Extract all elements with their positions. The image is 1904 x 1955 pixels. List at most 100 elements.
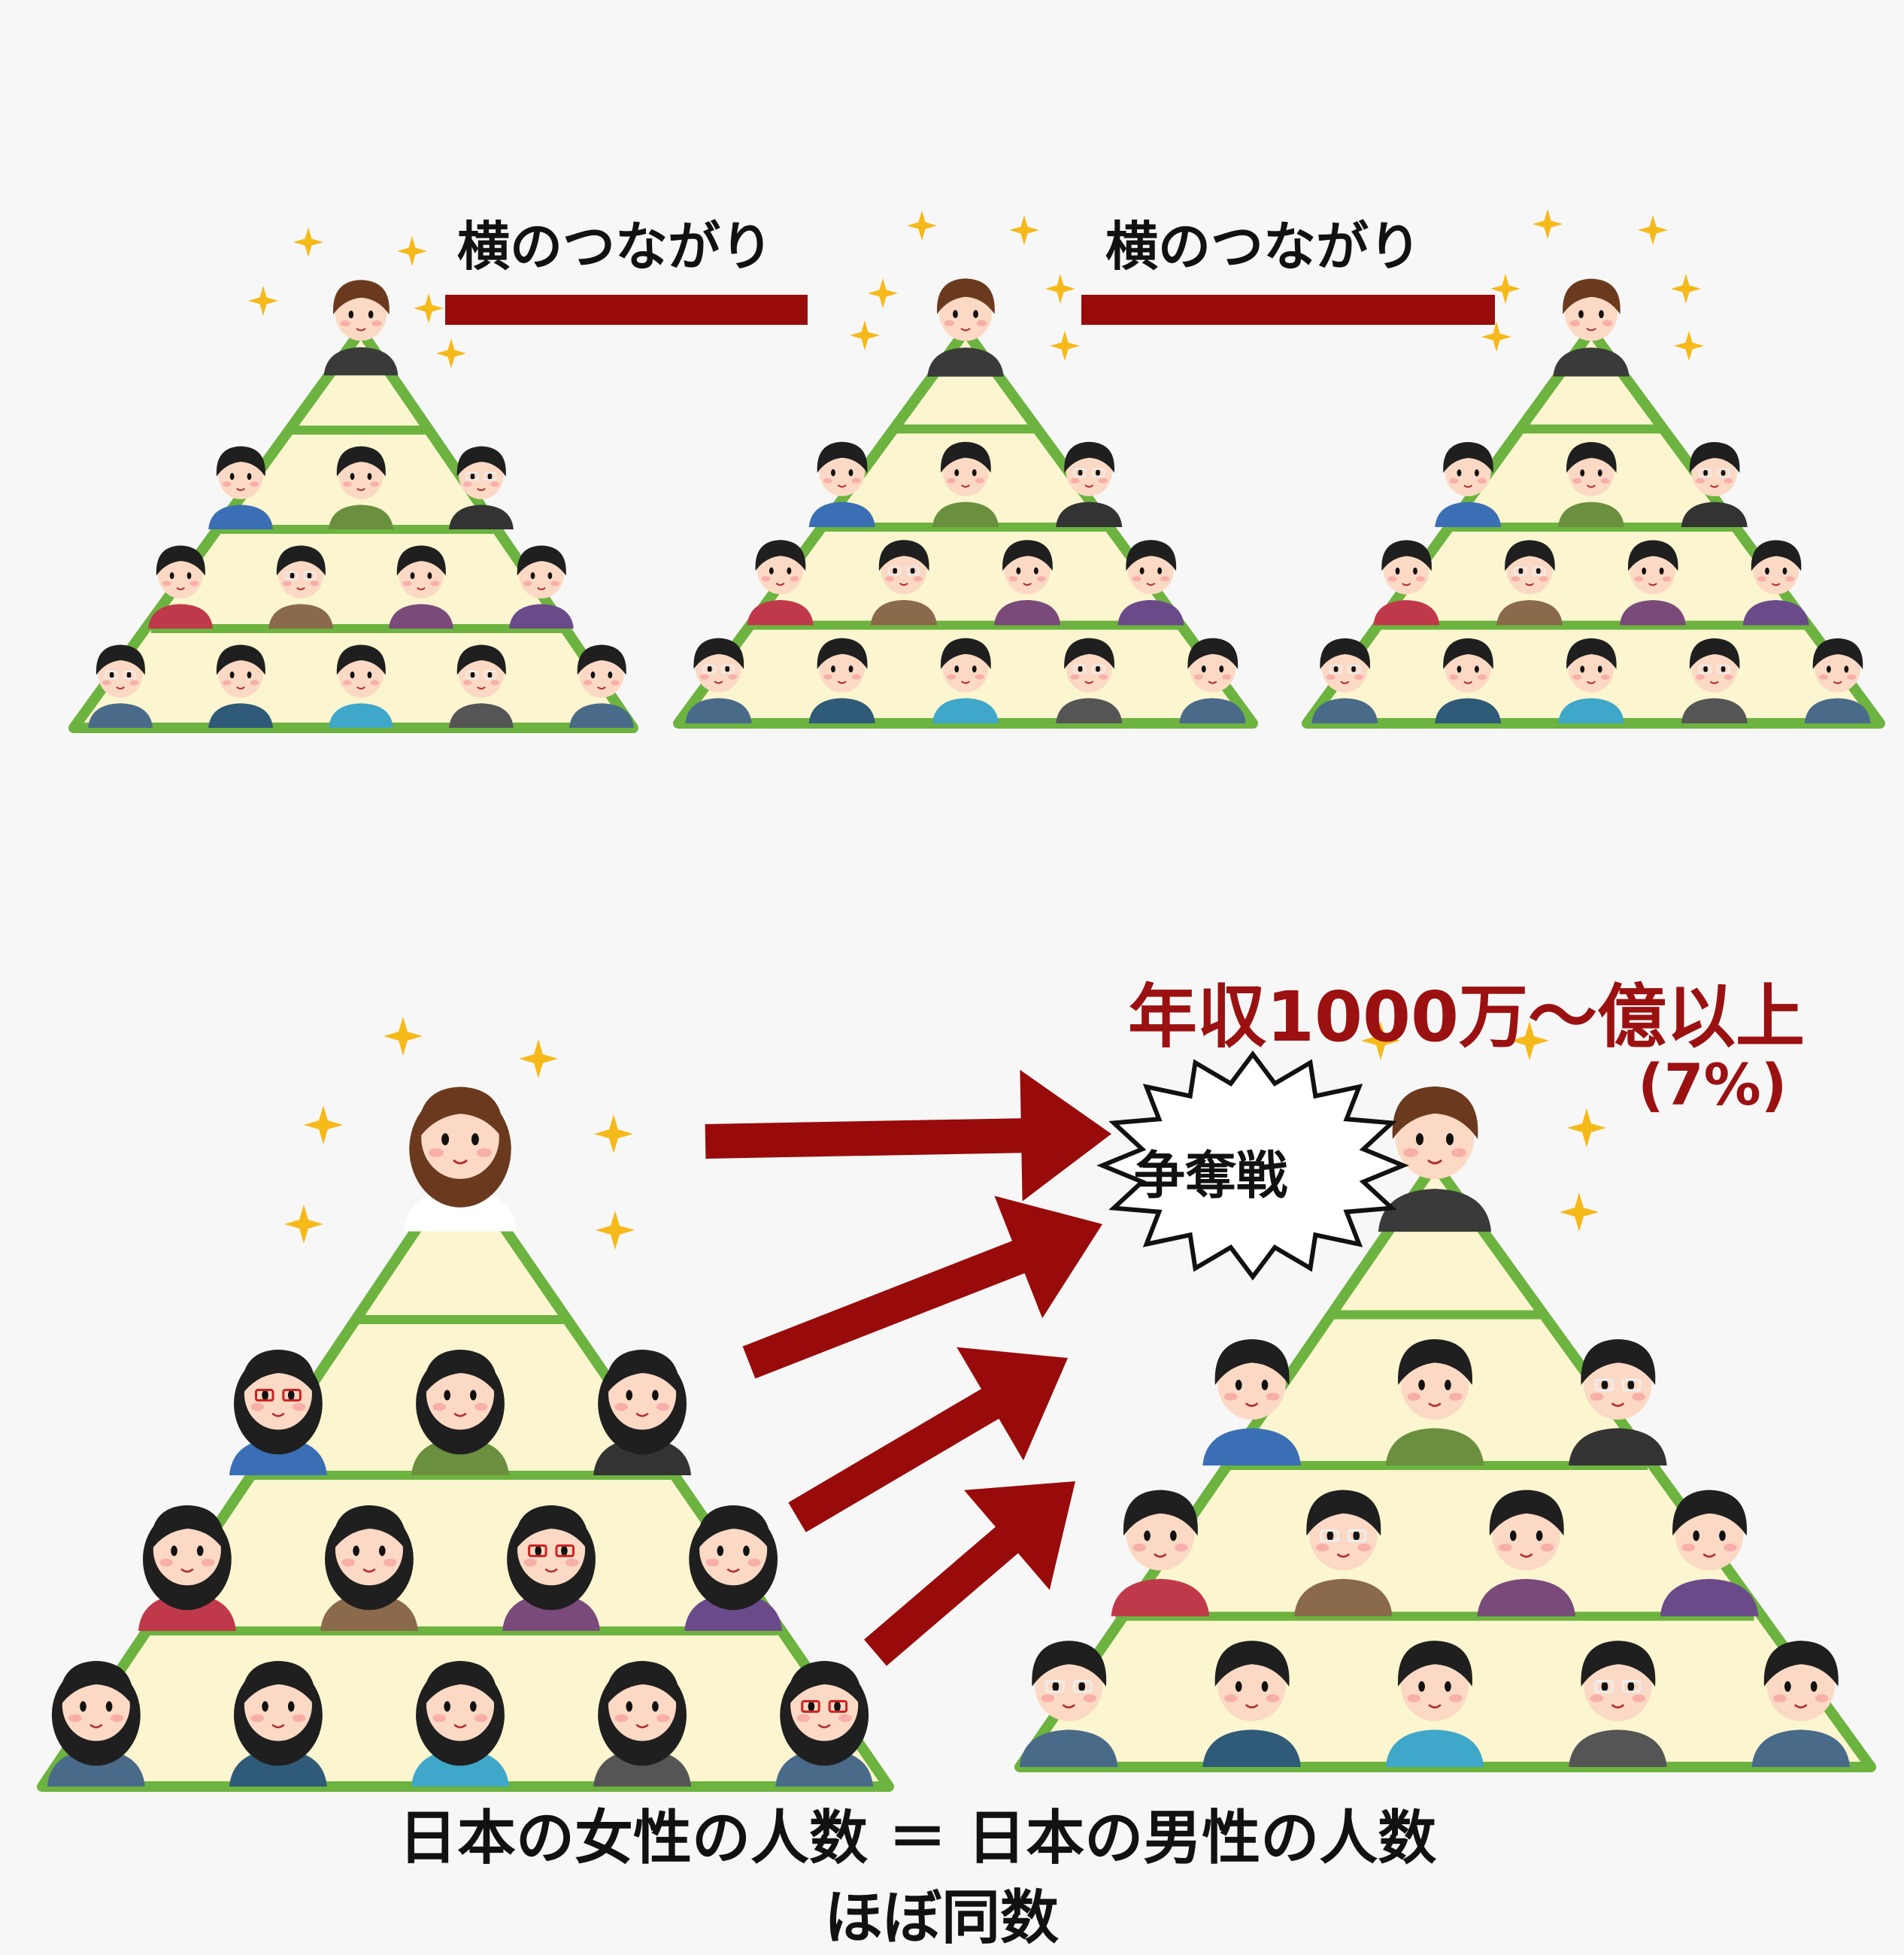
person-eye	[547, 572, 553, 580]
person-body	[1019, 1729, 1118, 1767]
person-eye	[1326, 1530, 1334, 1541]
person-hair	[241, 1349, 316, 1396]
person-eye	[367, 671, 372, 679]
person-cheek	[1632, 1694, 1645, 1702]
person-eye	[626, 1701, 633, 1712]
person-cheek	[747, 1558, 761, 1567]
person-cheek	[885, 576, 894, 582]
person-cheek	[292, 1402, 306, 1411]
person-eye	[954, 665, 960, 673]
person-cheek	[110, 1714, 124, 1723]
person-eye	[1033, 567, 1038, 574]
person-hair	[577, 644, 626, 675]
person-cheek	[1070, 674, 1080, 680]
person-eye	[470, 473, 475, 480]
person-cheek	[1662, 576, 1672, 582]
horizontal-link-bar	[445, 295, 808, 325]
person-body	[1681, 698, 1748, 723]
person-glasses	[1621, 1378, 1642, 1392]
person-hair	[1563, 278, 1621, 314]
person-mouth	[356, 327, 366, 332]
person-eye	[1016, 567, 1021, 574]
sparkle-star-icon	[519, 1039, 558, 1078]
person-body	[1373, 600, 1440, 626]
person-body	[932, 502, 999, 527]
person-eye	[1827, 665, 1831, 673]
person-cheek	[342, 680, 352, 686]
person-hair	[156, 545, 205, 576]
person-eye	[1844, 665, 1849, 673]
person-cheek	[159, 1558, 173, 1567]
person-mouth	[1428, 1704, 1442, 1709]
arrow-right-2	[742, 1196, 1102, 1379]
person-body	[994, 600, 1061, 626]
sparkle-star-icon	[596, 1211, 635, 1250]
person-mouth	[1587, 680, 1596, 684]
person-cheek	[1037, 576, 1046, 582]
person-glasses	[484, 671, 497, 680]
person-glasses	[1073, 664, 1087, 674]
person-cheek	[1132, 1543, 1146, 1552]
person-hair	[332, 280, 390, 315]
person-eye	[1597, 665, 1602, 673]
person-hair	[693, 638, 744, 669]
person-glasses	[465, 472, 479, 481]
person-mouth	[453, 1723, 467, 1729]
sparkle-star-icon	[850, 320, 880, 350]
person-eye	[831, 469, 835, 477]
person-eye	[1157, 567, 1163, 574]
person-cheek	[583, 680, 593, 686]
person-eye	[954, 469, 960, 477]
person-body	[593, 1749, 692, 1787]
person-body	[208, 703, 273, 728]
person-hair	[336, 446, 386, 477]
person-mouth	[89, 1723, 103, 1729]
person-eye	[444, 1701, 451, 1712]
person-eye	[561, 1545, 568, 1556]
sparkle-star-icon	[1674, 331, 1704, 361]
person-body	[1311, 698, 1378, 723]
person-eye	[427, 572, 432, 580]
person-mouth	[1084, 680, 1094, 684]
person-eye	[725, 665, 730, 673]
person-cheek	[1407, 1694, 1420, 1702]
person-cheek	[1160, 576, 1170, 582]
person-eye	[290, 572, 295, 580]
sparkle-star-icon	[384, 1017, 423, 1056]
person-glasses	[1045, 1680, 1065, 1693]
person-body	[404, 1188, 517, 1232]
person-body	[138, 1593, 236, 1631]
person-cheek	[944, 320, 955, 326]
person-glasses	[801, 1700, 820, 1713]
top-pyramid-2	[673, 278, 1258, 729]
person-eye	[1052, 1681, 1060, 1692]
person-body	[1496, 600, 1563, 626]
person-cheek	[490, 481, 499, 487]
person-body	[684, 1593, 783, 1631]
person-glasses	[282, 1389, 302, 1402]
person-body	[932, 698, 999, 723]
person-hair	[1214, 1338, 1290, 1385]
person-mouth	[271, 1723, 285, 1729]
person-eye	[910, 567, 915, 574]
person-body	[268, 604, 333, 629]
person-glasses	[1594, 1680, 1614, 1693]
competition-burst	[1096, 1050, 1409, 1281]
person-cheek	[1511, 576, 1520, 582]
person-hair	[940, 441, 991, 473]
person-cheek	[1451, 1147, 1467, 1157]
person-cheek	[1819, 674, 1828, 680]
person-hair	[514, 1505, 589, 1551]
person-eye	[787, 567, 792, 574]
person-body	[808, 502, 875, 527]
person-eye	[1693, 1530, 1700, 1541]
person-eye	[353, 1545, 359, 1556]
person-mouth	[1428, 1402, 1442, 1408]
person-eye	[769, 567, 774, 574]
sparkle-star-icon	[293, 227, 323, 257]
person-cheek	[476, 1148, 492, 1158]
person-eye	[1395, 567, 1400, 575]
person-mouth	[726, 1568, 740, 1573]
person-cheek	[223, 481, 232, 487]
person-eye	[287, 1390, 295, 1401]
